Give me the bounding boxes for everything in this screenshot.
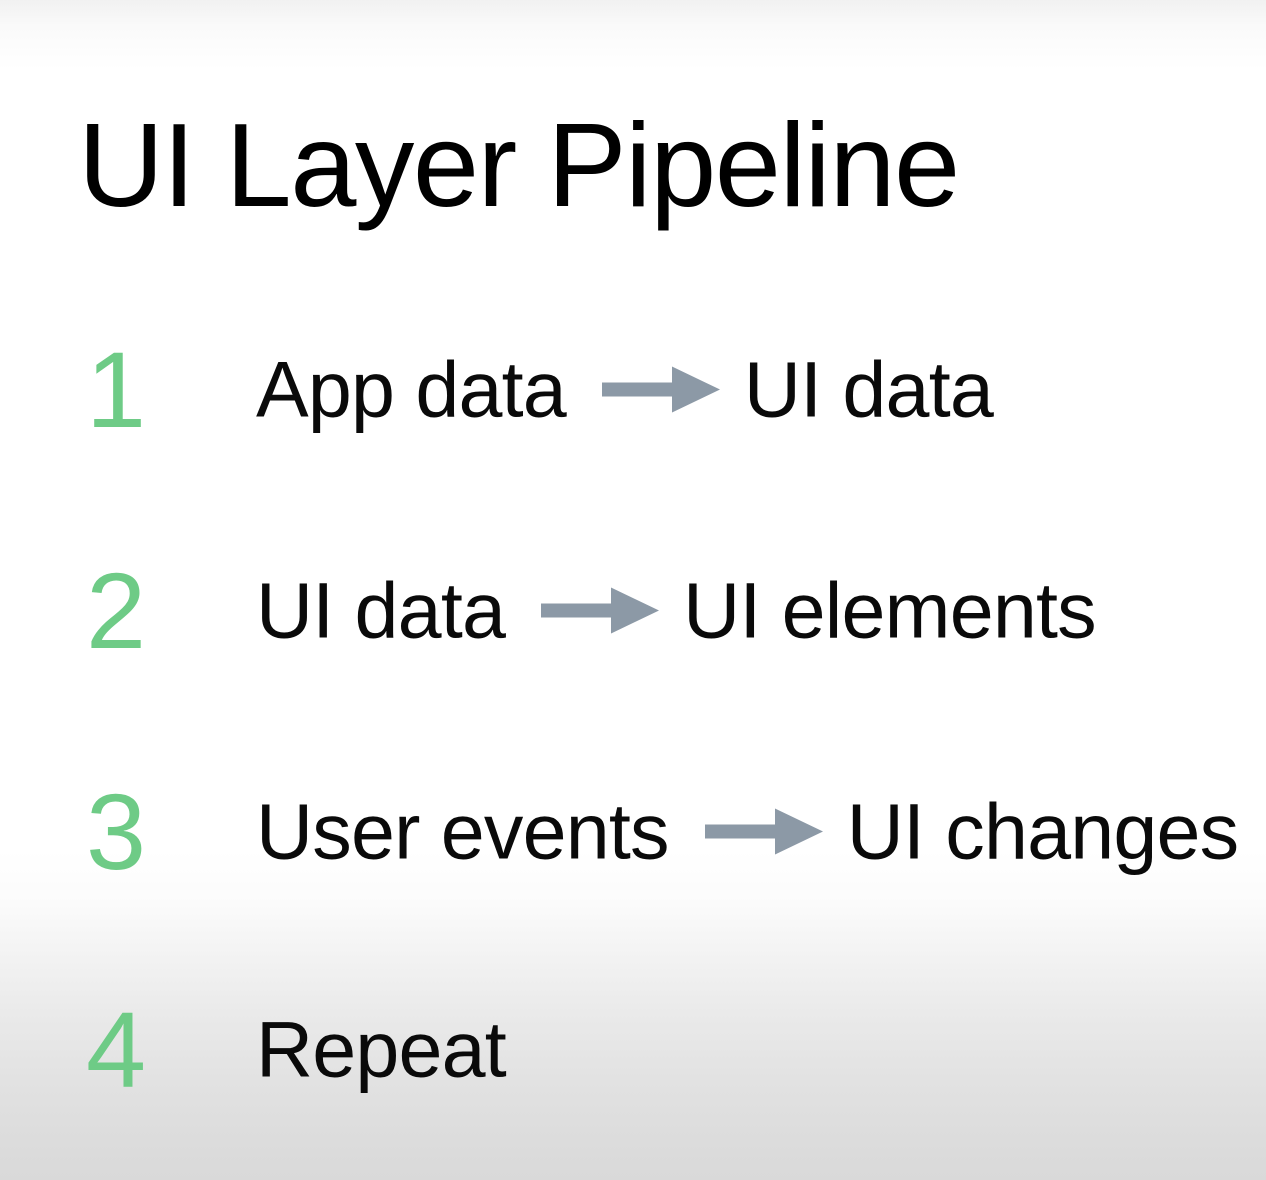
step-body-2: UI data UI elements bbox=[256, 565, 1097, 655]
list-item: 2 UI data UI elements bbox=[0, 551, 1266, 671]
arrow-right-icon bbox=[704, 809, 823, 855]
arrow-right-icon bbox=[541, 588, 660, 634]
step-source-label-2: UI data bbox=[256, 565, 506, 655]
page-title: UI Layer Pipeline bbox=[78, 98, 960, 232]
step-number-1: 1 bbox=[86, 329, 146, 450]
step-source-label-4: Repeat bbox=[256, 1004, 507, 1094]
step-source-label-3: User events bbox=[256, 786, 670, 876]
step-number-3: 3 bbox=[86, 771, 146, 892]
step-target-label-2: UI elements bbox=[683, 565, 1097, 655]
step-target-label-1: UI data bbox=[743, 344, 994, 434]
step-body-1: App data UI data bbox=[256, 344, 994, 434]
arrow-right-icon bbox=[601, 367, 720, 413]
list-item: 3 User events UI changes bbox=[0, 772, 1266, 892]
step-number-2: 2 bbox=[86, 550, 146, 671]
step-body-3: User events UI changes bbox=[256, 786, 1239, 876]
step-number-4: 4 bbox=[86, 989, 146, 1110]
step-body-4: Repeat bbox=[256, 1004, 507, 1094]
step-source-label-1: App data bbox=[256, 344, 567, 434]
step-target-label-3: UI changes bbox=[846, 786, 1239, 876]
list-item: 4 Repeat bbox=[0, 990, 1266, 1110]
list-item: 1 App data UI data bbox=[0, 330, 1266, 450]
